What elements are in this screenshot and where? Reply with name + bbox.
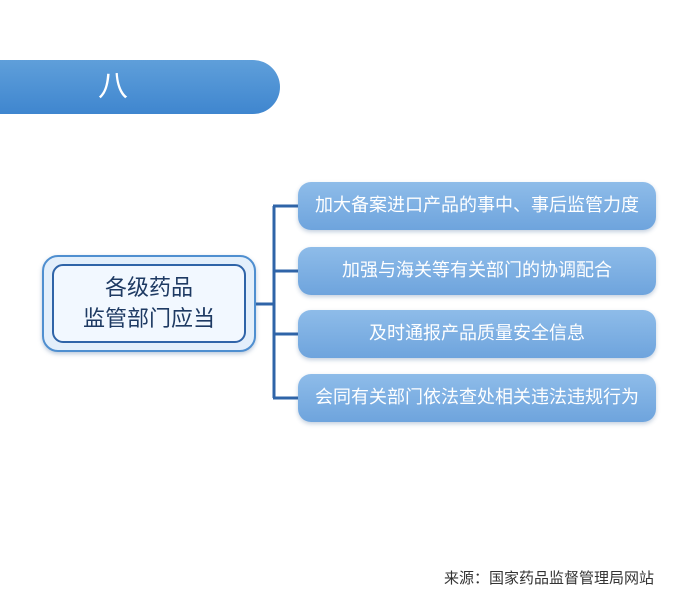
branch-node-3: 及时通报产品质量安全信息: [298, 310, 656, 358]
source-caption: 来源：国家药品监督管理局网站: [443, 569, 654, 587]
branch-node-2: 加强与海关等有关部门的协调配合: [298, 247, 656, 295]
root-node: 各级药品 监管部门应当: [42, 255, 256, 352]
section-banner: 八: [0, 60, 280, 114]
root-label-line2: 监管部门应当: [82, 306, 215, 332]
root-node-inner: 各级药品 监管部门应当: [52, 264, 246, 343]
root-label-line1: 各级药品: [104, 275, 193, 301]
branch-node-4: 会同有关部门依法查处相关违法违规行为: [298, 374, 656, 422]
branch-node-1: 加大备案进口产品的事中、事后监管力度: [298, 182, 656, 230]
section-number: 八: [98, 69, 128, 104]
